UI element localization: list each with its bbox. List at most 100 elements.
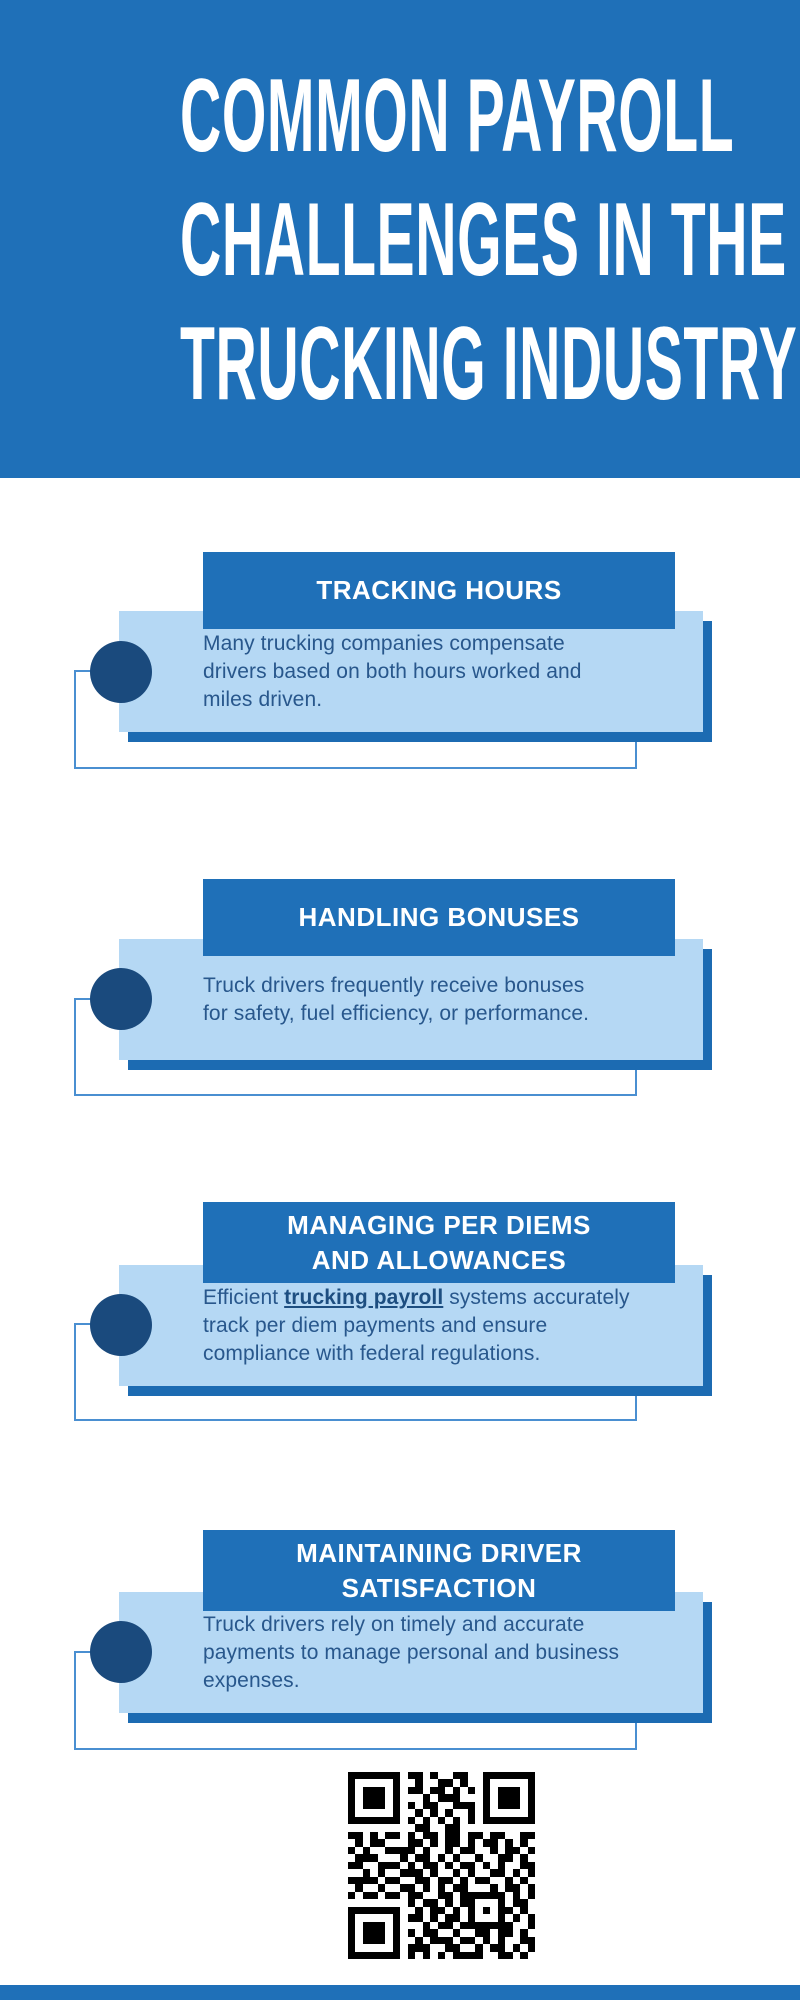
qr-module bbox=[475, 1929, 483, 1937]
qr-module bbox=[475, 1899, 483, 1907]
qr-module bbox=[400, 1786, 408, 1795]
qr-module bbox=[505, 1854, 513, 1862]
qr-module bbox=[415, 1936, 423, 1945]
qr-module bbox=[407, 1779, 416, 1787]
qr-module bbox=[407, 1816, 416, 1825]
qr-module bbox=[527, 1876, 535, 1885]
qr-module bbox=[385, 1794, 393, 1802]
qr-module bbox=[490, 1891, 498, 1900]
qr-module bbox=[430, 1794, 438, 1802]
qr-module bbox=[445, 1936, 453, 1945]
qr-module bbox=[452, 1929, 461, 1937]
qr-module bbox=[355, 1839, 363, 1847]
qr-module bbox=[392, 1869, 401, 1877]
trucking-payroll-link[interactable]: trucking payroll bbox=[284, 1285, 444, 1309]
qr-module bbox=[452, 1861, 461, 1870]
qr-module bbox=[505, 1779, 513, 1787]
qr-module bbox=[415, 1824, 423, 1832]
qr-module bbox=[385, 1816, 393, 1825]
qr-module bbox=[475, 1921, 483, 1930]
qr-module bbox=[527, 1861, 535, 1870]
qr-module bbox=[445, 1876, 453, 1885]
qr-module bbox=[392, 1786, 401, 1795]
card-managing-per-diems: MANAGING PER DIEMS AND ALLOWANCES Effici… bbox=[0, 1202, 800, 1452]
qr-module bbox=[497, 1944, 506, 1952]
qr-module bbox=[362, 1861, 371, 1870]
qr-module bbox=[392, 1884, 401, 1892]
qr-module bbox=[430, 1816, 438, 1825]
qr-module bbox=[355, 1936, 363, 1945]
qr-module bbox=[490, 1861, 498, 1870]
qr-module bbox=[452, 1936, 461, 1945]
qr-module bbox=[467, 1929, 476, 1937]
qr-module bbox=[445, 1944, 453, 1952]
qr-module bbox=[407, 1884, 416, 1892]
qr-module bbox=[490, 1936, 498, 1945]
qr-module bbox=[520, 1906, 528, 1915]
qr-module bbox=[348, 1891, 356, 1900]
qr-module bbox=[348, 1884, 356, 1892]
qr-module bbox=[422, 1951, 431, 1959]
qr-module bbox=[362, 1846, 371, 1855]
qr-module bbox=[437, 1914, 446, 1922]
qr-module bbox=[385, 1801, 393, 1810]
qr-module bbox=[415, 1779, 423, 1787]
qr-module bbox=[437, 1824, 446, 1832]
qr-module bbox=[407, 1899, 416, 1907]
qr-module bbox=[527, 1929, 535, 1937]
qr-module bbox=[348, 1906, 356, 1915]
qr-module bbox=[482, 1936, 491, 1945]
qr-module bbox=[467, 1921, 476, 1930]
page-title-line-1: COMMON PAYROLL bbox=[180, 58, 735, 174]
qr-module bbox=[422, 1854, 431, 1862]
qr-module bbox=[505, 1876, 513, 1885]
qr-module bbox=[482, 1794, 491, 1802]
qr-module bbox=[527, 1951, 535, 1959]
qr-module bbox=[520, 1876, 528, 1885]
qr-module bbox=[385, 1906, 393, 1915]
qr-module bbox=[467, 1779, 476, 1787]
qr-module bbox=[422, 1772, 431, 1780]
qr-module bbox=[452, 1831, 461, 1840]
qr-module bbox=[490, 1839, 498, 1847]
qr-module bbox=[497, 1869, 506, 1877]
qr-module bbox=[430, 1891, 438, 1900]
qr-module bbox=[520, 1809, 528, 1817]
qr-module bbox=[437, 1861, 446, 1870]
qr-module bbox=[497, 1794, 506, 1802]
qr-module bbox=[505, 1839, 513, 1847]
qr-module bbox=[355, 1794, 363, 1802]
qr-module bbox=[445, 1869, 453, 1877]
qr-module bbox=[527, 1854, 535, 1862]
qr-module bbox=[407, 1801, 416, 1810]
qr-module bbox=[467, 1831, 476, 1840]
qr-module bbox=[377, 1944, 386, 1952]
qr-module bbox=[467, 1944, 476, 1952]
qr-module bbox=[430, 1809, 438, 1817]
qr-module bbox=[527, 1809, 535, 1817]
qr-module bbox=[392, 1951, 401, 1959]
qr-module bbox=[407, 1772, 416, 1780]
qr-module bbox=[400, 1906, 408, 1915]
qr-module bbox=[505, 1794, 513, 1802]
qr-module bbox=[497, 1786, 506, 1795]
qr-module bbox=[355, 1891, 363, 1900]
qr-module bbox=[505, 1831, 513, 1840]
qr-module bbox=[512, 1831, 521, 1840]
qr-module bbox=[362, 1914, 371, 1922]
qr-module bbox=[460, 1944, 468, 1952]
qr-module bbox=[430, 1936, 438, 1945]
qr-module bbox=[407, 1929, 416, 1937]
qr-module bbox=[497, 1801, 506, 1810]
qr-module bbox=[482, 1824, 491, 1832]
qr-module bbox=[415, 1794, 423, 1802]
qr-module bbox=[475, 1951, 483, 1959]
qr-module bbox=[370, 1929, 378, 1937]
qr-module bbox=[467, 1839, 476, 1847]
qr-module bbox=[452, 1921, 461, 1930]
qr-module bbox=[422, 1884, 431, 1892]
qr-module bbox=[527, 1906, 535, 1915]
qr-module bbox=[422, 1861, 431, 1870]
qr-module bbox=[392, 1921, 401, 1930]
qr-module bbox=[437, 1816, 446, 1825]
